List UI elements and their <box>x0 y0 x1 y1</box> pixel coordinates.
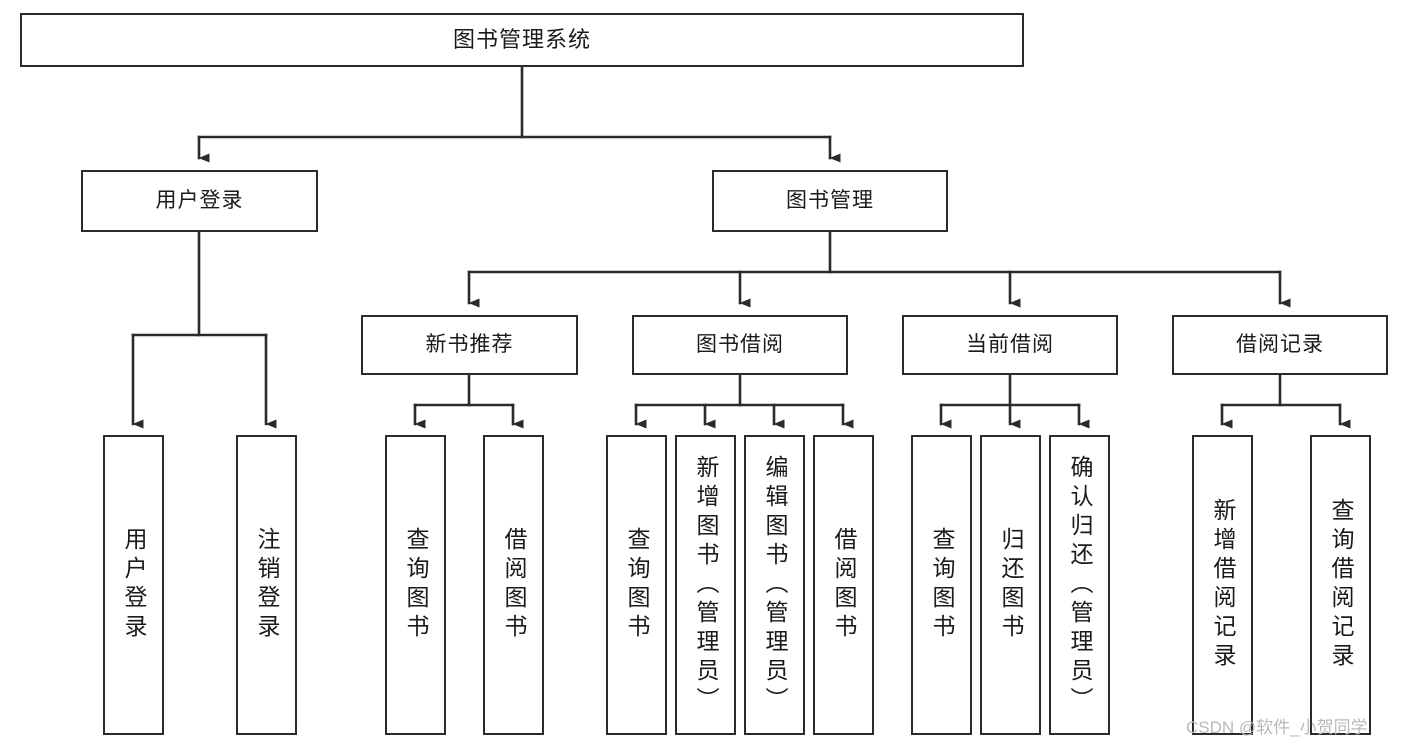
node-label: 查询图书 <box>403 527 429 643</box>
node-label: 新书推荐 <box>425 332 514 356</box>
node-label: 用户登录 <box>155 188 244 212</box>
node-label: 用户登录 <box>121 527 147 643</box>
node-new-book-recommend[interactable]: 新书推荐 <box>361 315 578 375</box>
node-label: 图书管理 <box>786 188 874 212</box>
node-book-borrow[interactable]: 图书借阅 <box>632 315 848 375</box>
node-label: 借阅图书 <box>831 527 857 643</box>
leaf-query-borrow-record[interactable]: 查询借阅记录 <box>1310 435 1371 735</box>
leaf-query-book-borrow[interactable]: 查询图书 <box>606 435 667 735</box>
leaf-user-login[interactable]: 用户登录 <box>103 435 164 735</box>
leaf-user-logout[interactable]: 注销登录 <box>236 435 297 735</box>
leaf-query-book-recommend[interactable]: 查询图书 <box>385 435 446 735</box>
node-book-management[interactable]: 图书管理 <box>712 170 948 232</box>
node-current-borrow[interactable]: 当前借阅 <box>902 315 1118 375</box>
leaf-confirm-return-admin[interactable]: 确认归还（管理员） <box>1049 435 1110 735</box>
leaf-edit-book-admin[interactable]: 编辑图书（管理员） <box>744 435 805 735</box>
leaf-add-borrow-record[interactable]: 新增借阅记录 <box>1192 435 1253 735</box>
leaf-borrow-book[interactable]: 借阅图书 <box>813 435 874 735</box>
leaf-query-book-current[interactable]: 查询图书 <box>911 435 972 735</box>
node-label: 注销登录 <box>254 527 280 643</box>
node-label: 借阅图书 <box>501 527 527 643</box>
node-user-login[interactable]: 用户登录 <box>81 170 318 232</box>
node-label: 确认归还（管理员） <box>1067 454 1093 716</box>
node-label: 借阅记录 <box>1236 332 1324 356</box>
node-label: 查询借阅记录 <box>1328 498 1354 672</box>
csdn-watermark: CSDN @软件_小贺同学 <box>1186 718 1368 737</box>
leaf-return-book[interactable]: 归还图书 <box>980 435 1041 735</box>
node-label: 图书借阅 <box>696 332 784 356</box>
node-label: 归还图书 <box>998 527 1024 643</box>
node-label: 当前借阅 <box>966 332 1054 356</box>
node-label: 图书管理系统 <box>452 27 591 53</box>
node-root-book-management-system[interactable]: 图书管理系统 <box>20 13 1024 67</box>
leaf-borrow-book-recommend[interactable]: 借阅图书 <box>483 435 544 735</box>
leaf-add-book-admin[interactable]: 新增图书（管理员） <box>675 435 736 735</box>
node-label: 查询图书 <box>929 527 955 643</box>
node-label: 编辑图书（管理员） <box>762 454 788 716</box>
node-label: 新增借阅记录 <box>1210 498 1236 672</box>
node-label: 查询图书 <box>624 527 650 643</box>
node-label: 新增图书（管理员） <box>693 454 719 716</box>
node-borrow-record[interactable]: 借阅记录 <box>1172 315 1388 375</box>
